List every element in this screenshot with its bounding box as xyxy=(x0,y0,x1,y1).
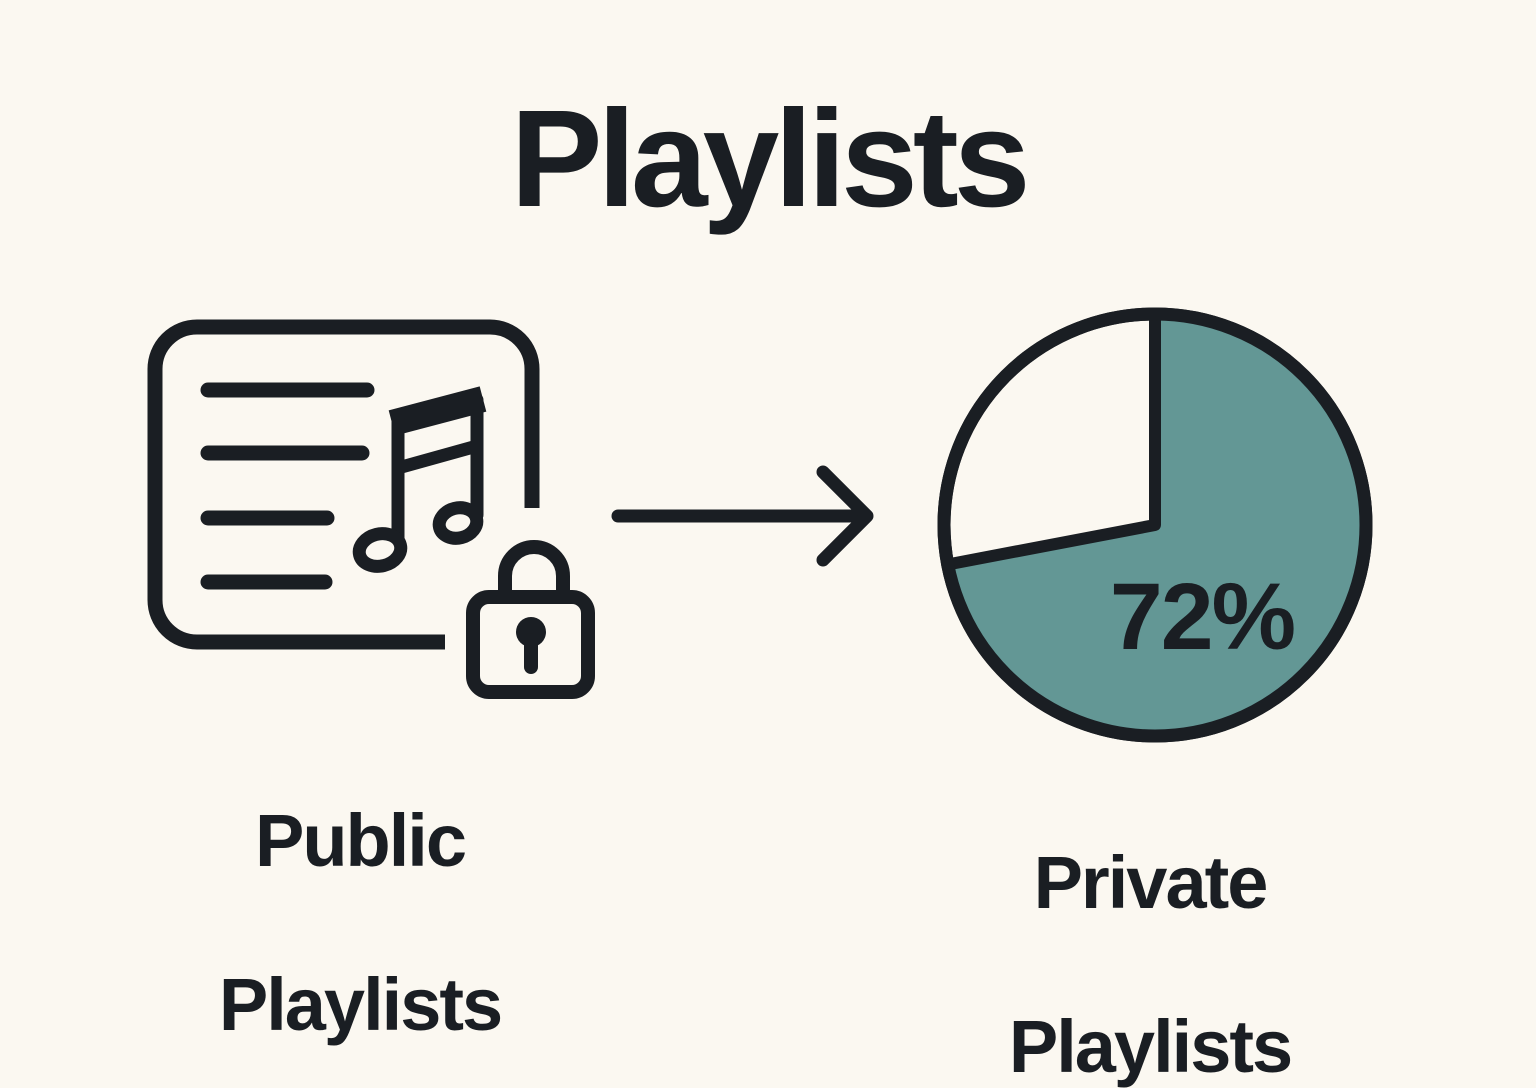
public-playlists-label: Public Playlists xyxy=(110,718,610,1046)
public-label-line1: Public xyxy=(254,799,467,882)
playlist-music-lock-icon xyxy=(147,319,620,730)
private-label-line2: Playlists xyxy=(1008,1005,1293,1088)
pie-rim xyxy=(937,307,1373,743)
music-note-icon xyxy=(352,386,487,573)
note-beam xyxy=(388,386,487,436)
playlist-lines xyxy=(200,382,375,590)
public-playlists-figure xyxy=(140,310,620,730)
infographic: Playlists xyxy=(140,82,1385,1088)
lock-icon xyxy=(466,540,595,699)
private-playlists-figure: 72% xyxy=(925,295,1385,755)
public-label-line2: Playlists xyxy=(218,963,503,1046)
right-arrow-icon xyxy=(611,465,874,567)
lock-keyhole xyxy=(516,617,546,647)
note-head-right xyxy=(432,501,484,545)
connector xyxy=(600,445,880,585)
lock-shackle xyxy=(498,540,570,604)
private-playlists-label: Private Playlists xyxy=(900,760,1400,1088)
pie-value-label: 72% xyxy=(1110,564,1294,670)
arrow-head xyxy=(816,465,874,567)
playlist-card-outline xyxy=(147,319,540,650)
private-label-line1: Private xyxy=(1033,841,1269,924)
page-title: Playlists xyxy=(510,82,1030,236)
note-head-left xyxy=(352,527,408,573)
pie-chart: 72% xyxy=(937,307,1373,743)
note-beam-2 xyxy=(396,439,479,475)
